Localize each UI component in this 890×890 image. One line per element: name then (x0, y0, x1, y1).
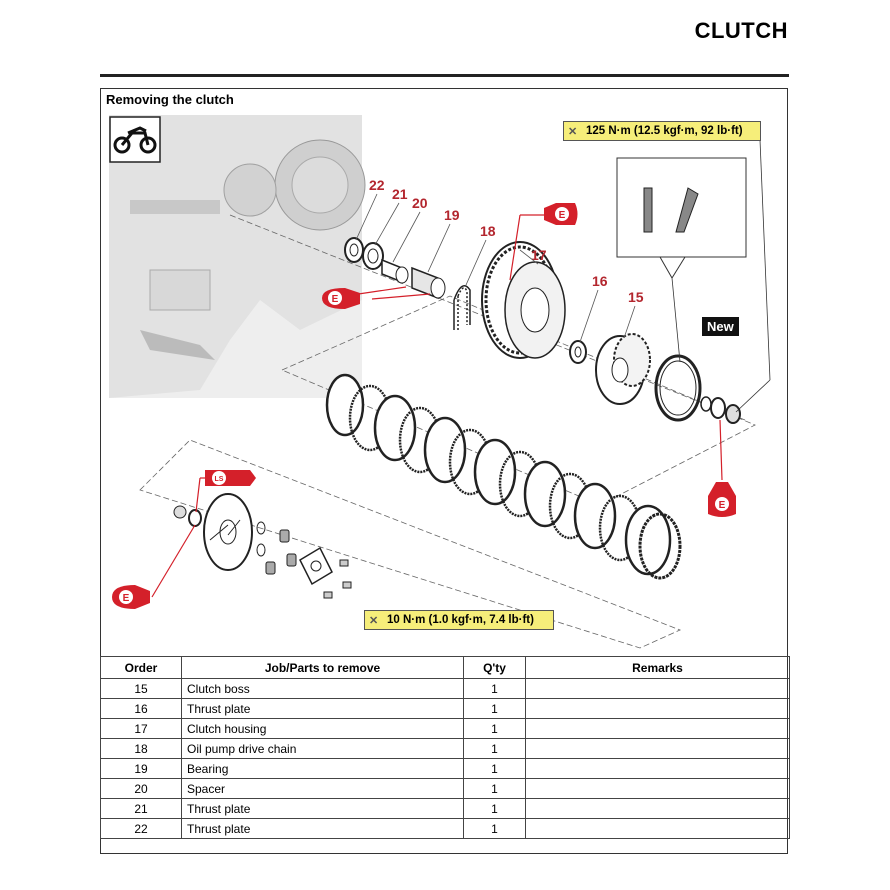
oil-symbol-right: E (719, 500, 726, 511)
clutch-housing-17 (481, 241, 566, 359)
table-row: 19 Bearing 1 (100, 758, 790, 779)
cell-job: Oil pump drive chain (181, 738, 464, 759)
seal-detail-inset (616, 139, 771, 413)
content-frame (100, 88, 788, 854)
cell-job: Thrust plate (181, 818, 464, 839)
col-header-qty: Q'ty (463, 656, 526, 679)
cell-order: 19 (100, 758, 182, 779)
washer (710, 397, 726, 419)
col-header-order: Order (100, 656, 182, 679)
clutch-boss-15 (595, 333, 651, 405)
oil-symbol-upper: E (559, 210, 566, 221)
table-header-row: Order Job/Parts to remove Q'ty Remarks (100, 656, 790, 679)
cell-job: Bearing (181, 758, 464, 779)
cell-order: 22 (100, 818, 182, 839)
callout-17: 17 (531, 247, 547, 263)
cell-qty: 1 (463, 798, 526, 819)
cell-order: 20 (100, 778, 182, 799)
section-title: Removing the clutch (106, 92, 234, 107)
cell-qty: 1 (463, 778, 526, 799)
cell-job: Thrust plate (181, 798, 464, 819)
oil-icon-right: E (708, 482, 736, 517)
thrust-plate-21 (362, 242, 384, 270)
callout-15: 15 (628, 289, 644, 305)
torque-value: 10 N·m (1.0 kgf·m, 7.4 lb·ft) (387, 614, 534, 626)
cell-job: Thrust plate (181, 698, 464, 719)
cell-qty: 1 (463, 698, 526, 719)
cell-remarks (525, 738, 790, 759)
table-row: 18 Oil pump drive chain 1 (100, 738, 790, 759)
wrench-icon: ✕ (568, 125, 578, 138)
table-row: 15 Clutch boss 1 (100, 678, 790, 699)
grease-icon: LS (205, 470, 256, 486)
exploded-diagram: E E E E LS 22 21 20 19 18 17 16 15 (109, 115, 771, 649)
col-header-remarks: Remarks (525, 656, 790, 679)
oil-icon-upper: E (544, 203, 578, 225)
cell-qty: 1 (463, 738, 526, 759)
cell-order: 17 (100, 718, 182, 739)
thrust-plate-16 (569, 340, 587, 364)
parts-table: Order Job/Parts to remove Q'ty Remarks 1… (100, 656, 790, 839)
clutch-plate-stack (325, 373, 682, 580)
torque-value: 125 N·m (12.5 kgf·m, 92 lb·ft) (586, 125, 743, 137)
cell-job: Clutch housing (181, 718, 464, 739)
cell-order: 15 (100, 678, 182, 699)
oil-symbol-lower: E (123, 593, 130, 604)
cell-order: 18 (100, 738, 182, 759)
bearing-19 (411, 266, 446, 300)
pressure-plate-group (173, 493, 352, 599)
callout-20: 20 (412, 195, 428, 211)
engine-illustration (109, 115, 366, 398)
cell-remarks (525, 778, 790, 799)
callout-leaders (355, 193, 636, 343)
cell-remarks (525, 718, 790, 739)
cell-qty: 1 (463, 718, 526, 739)
motorcycle-icon (109, 116, 161, 163)
cell-remarks (525, 678, 790, 699)
cell-qty: 1 (463, 758, 526, 779)
oil-icon-lower: E (112, 585, 150, 609)
thrust-plate-22 (344, 237, 364, 263)
table-row: 21 Thrust plate 1 (100, 798, 790, 819)
cell-job: Spacer (181, 778, 464, 799)
torque-spec-clutch-boss-nut: ✕ 125 N·m (12.5 kgf·m, 92 lb·ft) (563, 121, 761, 141)
grease-symbol: LS (215, 476, 224, 483)
cell-remarks (525, 698, 790, 719)
cell-order: 16 (100, 698, 182, 719)
oil-icon-left: E (322, 288, 360, 309)
lock-washer (700, 396, 712, 412)
table-row: 16 Thrust plate 1 (100, 698, 790, 719)
cell-order: 21 (100, 798, 182, 819)
seal-ring (654, 354, 702, 422)
callout-19: 19 (444, 207, 460, 223)
clutch-boss-nut (725, 404, 741, 424)
table-row: 20 Spacer 1 (100, 778, 790, 799)
oil-symbol-left: E (332, 294, 339, 305)
page-title: CLUTCH (694, 18, 788, 43)
cell-qty: 1 (463, 678, 526, 699)
spacer-20 (381, 258, 409, 284)
new-part-badge: New (702, 317, 739, 336)
cell-remarks (525, 798, 790, 819)
callout-22: 22 (369, 177, 385, 193)
cell-job: Clutch boss (181, 678, 464, 699)
col-header-job: Job/Parts to remove (181, 656, 464, 679)
callout-21: 21 (392, 186, 408, 202)
oil-pump-drive-chain-18 (453, 285, 471, 330)
callout-16: 16 (592, 273, 608, 289)
table-row: 22 Thrust plate 1 (100, 818, 790, 839)
title-rule (100, 74, 789, 77)
callout-18: 18 (480, 223, 496, 239)
cell-qty: 1 (463, 818, 526, 839)
torque-spec-pressure-plate-bolt: ✕ 10 N·m (1.0 kgf·m, 7.4 lb·ft) (364, 610, 554, 630)
wrench-icon: ✕ (369, 614, 379, 627)
cell-remarks (525, 818, 790, 839)
cell-remarks (525, 758, 790, 779)
table-row: 17 Clutch housing 1 (100, 718, 790, 739)
